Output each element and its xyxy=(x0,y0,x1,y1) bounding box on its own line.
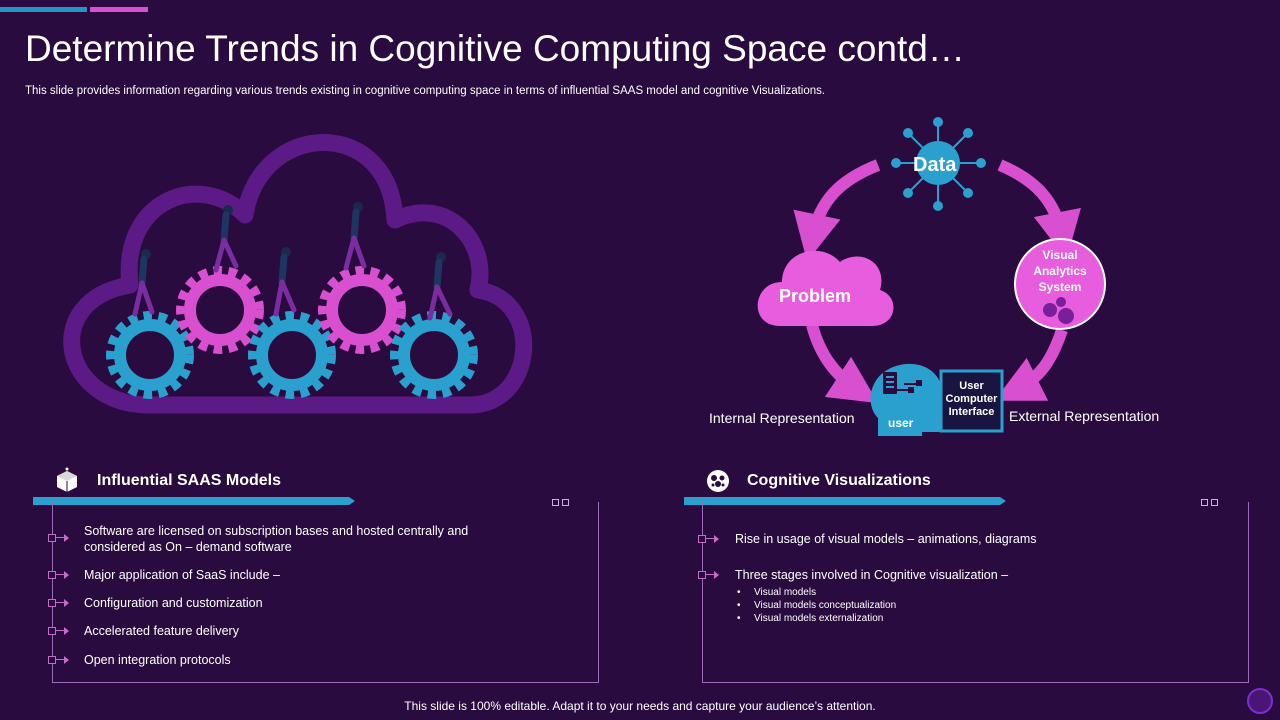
visual-system-label: Visual Analytics System xyxy=(1033,248,1087,294)
arrow-visual-to-interface xyxy=(994,328,1068,401)
internal-representation-label: Internal Representation xyxy=(709,410,855,426)
cognitive-corner-square xyxy=(1201,499,1208,506)
gear-icon xyxy=(176,266,264,354)
bullet-arrow-icon xyxy=(48,598,72,608)
data-label: Data xyxy=(913,154,957,176)
saas-item: Software are licensed on subscription ba… xyxy=(84,524,469,554)
problem-label: Problem xyxy=(779,286,852,306)
data-network-icon xyxy=(891,117,986,211)
stage-item: Visual models externalization xyxy=(754,613,884,624)
bullet-arrow-icon xyxy=(48,570,72,580)
cognitive-heading-bar xyxy=(684,497,1006,505)
gear-icon xyxy=(390,311,478,399)
saas-item: Configuration and customization xyxy=(84,596,263,610)
cube-icon xyxy=(57,467,77,492)
arrow-problem-to-user xyxy=(806,323,879,404)
stage-item: Visual models xyxy=(754,587,817,598)
saas-item: Open integration protocols xyxy=(84,653,231,667)
saas-item: Accelerated feature delivery xyxy=(84,624,239,638)
gear-icon xyxy=(318,266,406,354)
saas-corner-square xyxy=(562,499,569,506)
bullet-arrow-icon xyxy=(48,533,72,543)
person-icon xyxy=(213,205,239,273)
person-icon xyxy=(427,252,453,321)
saas-heading-bar xyxy=(33,497,355,505)
user-label: user xyxy=(888,416,914,430)
stage-bullet: • xyxy=(737,600,741,611)
gear-icon xyxy=(1043,297,1074,324)
corner-circle-button[interactable] xyxy=(1247,688,1273,714)
stage-item: Visual models conceptualization xyxy=(754,600,897,611)
cloud-gears-illustration xyxy=(63,134,533,414)
person-icon xyxy=(343,202,367,271)
gear-icon xyxy=(248,311,336,399)
bullet-arrow-icon xyxy=(698,570,722,580)
footer-note: This slide is 100% editable. Adapt it to… xyxy=(404,699,876,713)
person-icon xyxy=(273,247,297,317)
interface-label: User Computer Interface xyxy=(945,380,998,418)
saas-heading: Influential SAAS Models xyxy=(97,472,282,489)
bullet-arrow-icon xyxy=(48,655,72,665)
cognitive-item: Three stages involved in Cognitive visua… xyxy=(735,568,1009,582)
cognitive-corner-square xyxy=(1211,499,1218,506)
interface-box xyxy=(939,369,1004,433)
page-title: Determine Trends in Cognitive Computing … xyxy=(25,28,965,69)
user-head-icon xyxy=(870,363,946,436)
stage-bullet: • xyxy=(737,587,741,598)
saas-corner-square xyxy=(552,499,559,506)
visual-system-circle xyxy=(1014,238,1106,330)
problem-cloud-shape xyxy=(757,250,894,326)
bullet-arrow-icon xyxy=(698,534,722,544)
brain-icon xyxy=(707,470,729,492)
cognitive-heading: Cognitive Visualizations xyxy=(747,472,931,489)
saas-item: Major application of SaaS include – xyxy=(84,568,280,582)
accent-bar-blue xyxy=(0,7,87,12)
bullet-arrow-icon xyxy=(48,626,72,636)
arrow-data-to-visual xyxy=(997,159,1081,260)
stage-bullet: • xyxy=(737,613,741,624)
arrow-data-to-problem xyxy=(793,159,881,262)
saas-content-box xyxy=(52,502,599,683)
cognitive-content-box xyxy=(702,502,1249,683)
person-icon xyxy=(132,249,155,317)
accent-bar-pink xyxy=(90,7,148,12)
cognitive-item: Rise in usage of visual models – animati… xyxy=(735,532,1037,546)
gear-icon xyxy=(106,311,194,399)
external-representation-label: External Representation xyxy=(1009,408,1160,424)
cloud-outline xyxy=(63,134,533,414)
page-subtitle: This slide provides information regardin… xyxy=(25,85,826,97)
